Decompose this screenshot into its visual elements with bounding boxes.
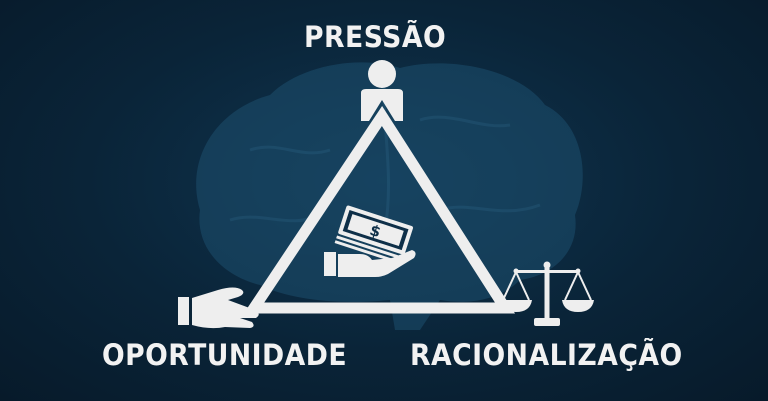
person-icon xyxy=(361,60,403,121)
scales-of-justice-icon xyxy=(500,261,594,326)
brain-icon xyxy=(196,62,583,331)
label-oportunidade: OPORTUNIDADE xyxy=(102,338,348,372)
label-pressao: PRESSÃO xyxy=(304,20,447,54)
label-racionalizacao: RACIONALIZAÇÃO xyxy=(410,338,683,372)
open-hand-icon xyxy=(178,287,259,329)
triangle xyxy=(243,105,516,314)
hand-with-money-icon: $ xyxy=(324,205,416,277)
